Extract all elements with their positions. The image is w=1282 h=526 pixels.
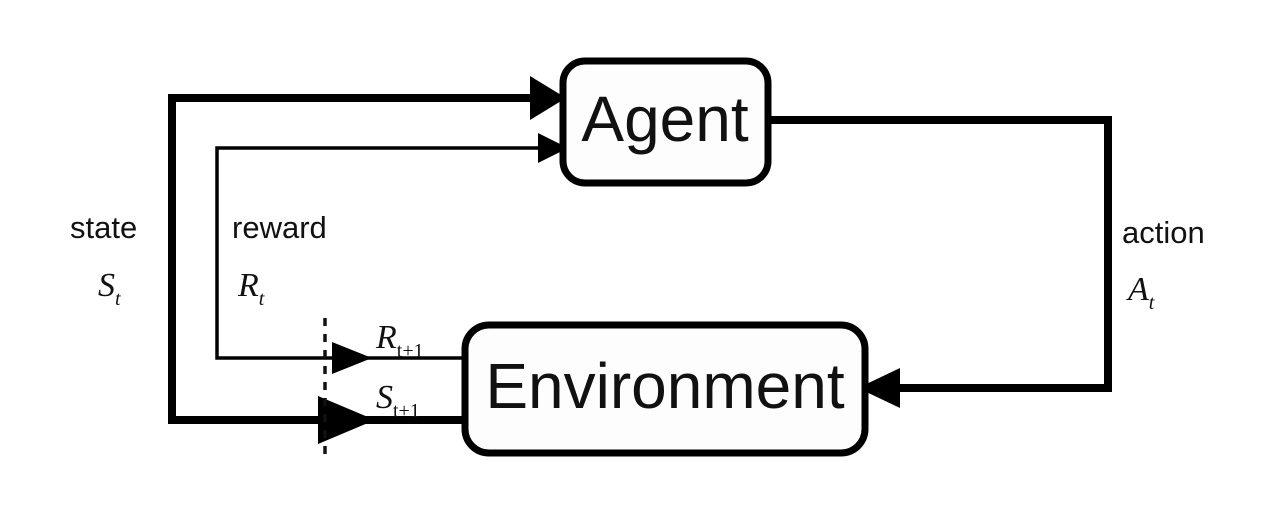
state-next-arrowhead-icon: [318, 396, 375, 444]
reward-next-arrowhead-icon: [332, 342, 372, 374]
state-label-word: state: [70, 210, 137, 245]
label-state-next: St+1: [376, 379, 420, 422]
node-environment[interactable]: Environment: [461, 321, 869, 457]
edge-state: [168, 76, 566, 444]
reward-next-symbol-subscript: t+1: [397, 340, 424, 362]
action-path-line: [768, 116, 1112, 392]
environment-box-label: Environment: [485, 350, 845, 422]
edge-action: [768, 116, 1112, 408]
state-symbol-subscript: t: [115, 288, 121, 310]
reward-symbol-base: R: [237, 267, 259, 304]
reward-label-symbol: Rt: [237, 267, 265, 310]
state-path-line: [168, 94, 530, 424]
action-label-symbol: At: [1126, 271, 1155, 314]
state-next-symbol-base: S: [376, 379, 393, 416]
label-action: action At: [1122, 215, 1205, 314]
environment-box-shape[interactable]: [461, 321, 869, 457]
action-symbol-base: A: [1126, 271, 1149, 308]
reward-next-symbol: Rt+1: [375, 319, 424, 362]
action-symbol-subscript: t: [1149, 292, 1155, 314]
edge-reward: [215, 133, 568, 374]
action-arrowhead-icon: [858, 368, 900, 408]
state-next-symbol: St+1: [376, 379, 420, 422]
label-reward-next: Rt+1: [375, 319, 424, 362]
reward-next-symbol-base: R: [375, 319, 397, 356]
label-state: state St: [70, 210, 137, 310]
agent-box-label: Agent: [581, 83, 748, 155]
state-symbol-base: S: [98, 267, 115, 304]
agent-box-shape[interactable]: [559, 57, 772, 187]
reward-label-word: reward: [232, 210, 327, 245]
label-reward: reward Rt: [232, 210, 327, 310]
action-label-word: action: [1122, 215, 1205, 250]
reward-into-agent-arrowhead-icon: [538, 133, 568, 163]
state-into-agent-arrowhead-icon: [530, 76, 566, 120]
state-next-symbol-subscript: t+1: [393, 400, 420, 422]
reward-symbol-subscript: t: [259, 288, 265, 310]
state-label-symbol: St: [98, 267, 121, 310]
node-agent[interactable]: Agent: [559, 57, 772, 187]
